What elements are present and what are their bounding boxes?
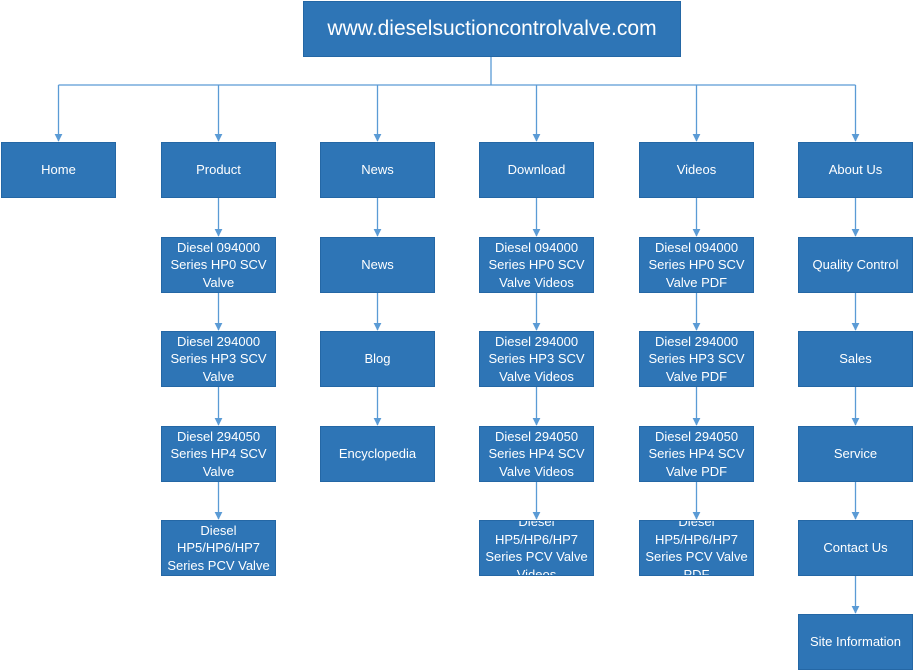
- node-download-child-3-label: Diesel 294050 Series HP4 SCV Valve Video…: [488, 428, 585, 479]
- node-home-label: Home: [41, 162, 76, 178]
- node-product-child-3-label: Diesel 294050 Series HP4 SCV Valve: [170, 428, 267, 479]
- node-news-label: News: [361, 162, 394, 178]
- node-videos-child-3-label: Diesel 294050 Series HP4 SCV Valve PDF: [648, 428, 745, 479]
- node-about-us-child-1[interactable]: Quality Control: [798, 237, 913, 293]
- node-news-child-1[interactable]: News: [320, 237, 435, 293]
- node-download-child-1[interactable]: Diesel 094000 Series HP0 SCV Valve Video…: [479, 237, 594, 293]
- node-download-child-2[interactable]: Diesel 294000 Series HP3 SCV Valve Video…: [479, 331, 594, 387]
- node-about-us-child-5[interactable]: Site Information: [798, 614, 913, 670]
- node-about-us-child-3-label: Service: [833, 446, 878, 462]
- root-node-website: www.dieselsuctioncontrolvalve.com: [303, 1, 681, 57]
- node-about-us-child-1-label: Quality Control: [812, 257, 899, 273]
- node-product-label: Product: [196, 162, 241, 178]
- node-about-us-child-2[interactable]: Sales: [798, 331, 913, 387]
- root-node-label: www.dieselsuctioncontrolvalve.com: [327, 17, 657, 40]
- node-about-us-child-4[interactable]: Contact Us: [798, 520, 913, 576]
- node-product-child-4[interactable]: Diesel HP5/HP6/HP7 Series PCV Valve: [161, 520, 276, 576]
- node-videos-child-4[interactable]: Diesel HP5/HP6/HP7 Series PCV Valve PDF: [639, 520, 754, 576]
- node-download-child-2-label: Diesel 294000 Series HP3 SCV Valve Video…: [488, 333, 585, 384]
- node-product-child-3[interactable]: Diesel 294050 Series HP4 SCV Valve: [161, 426, 276, 482]
- node-download-label: Download: [507, 162, 566, 178]
- node-videos-child-2-label: Diesel 294000 Series HP3 SCV Valve PDF: [648, 333, 745, 384]
- node-about-us-child-5-label: Site Information: [809, 634, 902, 650]
- node-download-child-4[interactable]: Diesel HP5/HP6/HP7 Series PCV Valve Vide…: [479, 520, 594, 576]
- node-download-child-1-label: Diesel 094000 Series HP0 SCV Valve Video…: [488, 239, 585, 290]
- node-about-us-label: About Us: [828, 162, 883, 178]
- node-videos-label: Videos: [676, 162, 717, 178]
- node-videos[interactable]: Videos: [639, 142, 754, 198]
- node-product-child-1-label: Diesel 094000 Series HP0 SCV Valve: [170, 239, 267, 290]
- node-news-child-3[interactable]: Encyclopedia: [320, 426, 435, 482]
- node-product[interactable]: Product: [161, 142, 276, 198]
- node-about-us[interactable]: About Us: [798, 142, 913, 198]
- node-about-us-child-2-label: Sales: [839, 351, 872, 367]
- node-news-child-3-label: Encyclopedia: [338, 446, 417, 462]
- node-news-child-2[interactable]: Blog: [320, 331, 435, 387]
- node-news-child-1-label: News: [361, 257, 394, 273]
- node-product-child-1[interactable]: Diesel 094000 Series HP0 SCV Valve: [161, 237, 276, 293]
- node-videos-child-2[interactable]: Diesel 294000 Series HP3 SCV Valve PDF: [639, 331, 754, 387]
- node-news-child-2-label: Blog: [364, 351, 391, 367]
- node-product-child-2-label: Diesel 294000 Series HP3 SCV Valve: [170, 333, 267, 384]
- node-about-us-child-4-label: Contact Us: [823, 540, 888, 556]
- node-videos-child-1-label: Diesel 094000 Series HP0 SCV Valve PDF: [648, 239, 745, 290]
- node-about-us-child-3[interactable]: Service: [798, 426, 913, 482]
- node-videos-child-3[interactable]: Diesel 294050 Series HP4 SCV Valve PDF: [639, 426, 754, 482]
- node-product-child-4-label: Diesel HP5/HP6/HP7 Series PCV Valve: [167, 522, 270, 573]
- node-videos-child-4-label: Diesel HP5/HP6/HP7 Series PCV Valve PDF: [645, 520, 748, 576]
- node-product-child-2[interactable]: Diesel 294000 Series HP3 SCV Valve: [161, 331, 276, 387]
- node-download[interactable]: Download: [479, 142, 594, 198]
- node-download-child-3[interactable]: Diesel 294050 Series HP4 SCV Valve Video…: [479, 426, 594, 482]
- node-news[interactable]: News: [320, 142, 435, 198]
- node-home[interactable]: Home: [1, 142, 116, 198]
- node-videos-child-1[interactable]: Diesel 094000 Series HP0 SCV Valve PDF: [639, 237, 754, 293]
- node-download-child-4-label: Diesel HP5/HP6/HP7 Series PCV Valve Vide…: [485, 520, 588, 576]
